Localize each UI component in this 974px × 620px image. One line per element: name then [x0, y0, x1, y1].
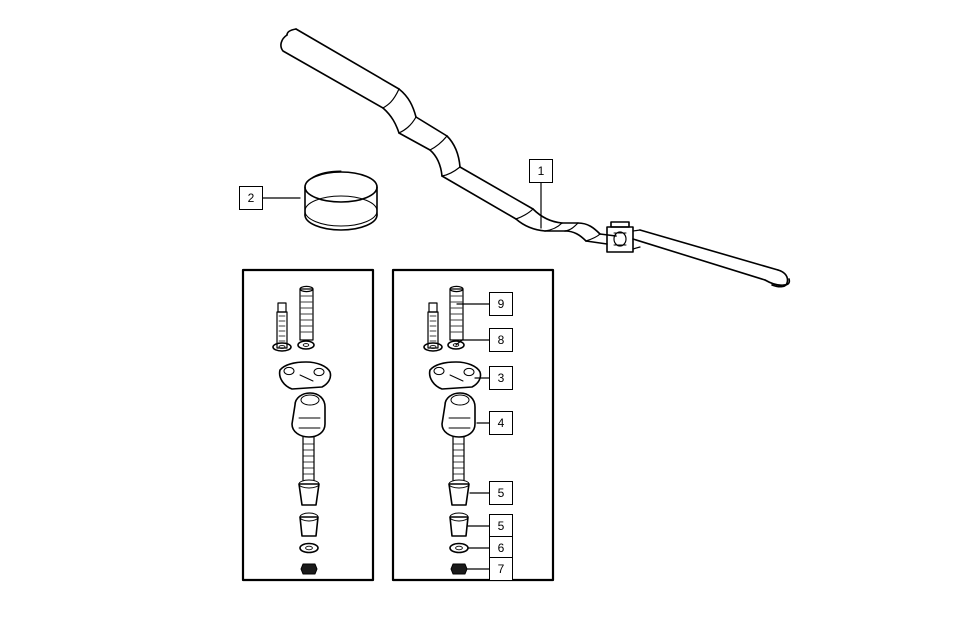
right-stack-contents: [423, 285, 482, 575]
handlebar-grip-cap-part: [304, 170, 378, 231]
callout-leader-lines: [262, 170, 542, 570]
callout-4[interactable]: 4: [489, 411, 513, 435]
callout-4-label: 4: [497, 416, 505, 430]
callout-8-label: 8: [497, 333, 505, 347]
callout-2-label: 2: [247, 191, 255, 205]
leader-line-8: [455, 339, 490, 346]
callout-9-label: 9: [497, 297, 505, 311]
callout-5b[interactable]: 5: [489, 514, 513, 538]
callout-2[interactable]: 2: [239, 186, 263, 210]
callout-1-label: 1: [537, 164, 545, 178]
callout-5a-label: 5: [497, 486, 505, 500]
left-stack-contents: [272, 285, 332, 575]
handlebar-part: [280, 28, 791, 288]
callout-9[interactable]: 9: [489, 292, 513, 316]
callout-8[interactable]: 8: [489, 328, 513, 352]
callout-5b-label: 5: [497, 519, 505, 533]
callout-7-label: 7: [497, 562, 505, 576]
callout-5a[interactable]: 5: [489, 481, 513, 505]
callout-3[interactable]: 3: [489, 366, 513, 390]
callout-1[interactable]: 1: [529, 159, 553, 183]
callout-7[interactable]: 7: [489, 557, 513, 581]
callout-3-label: 3: [497, 371, 505, 385]
callout-6-label: 6: [497, 541, 505, 555]
